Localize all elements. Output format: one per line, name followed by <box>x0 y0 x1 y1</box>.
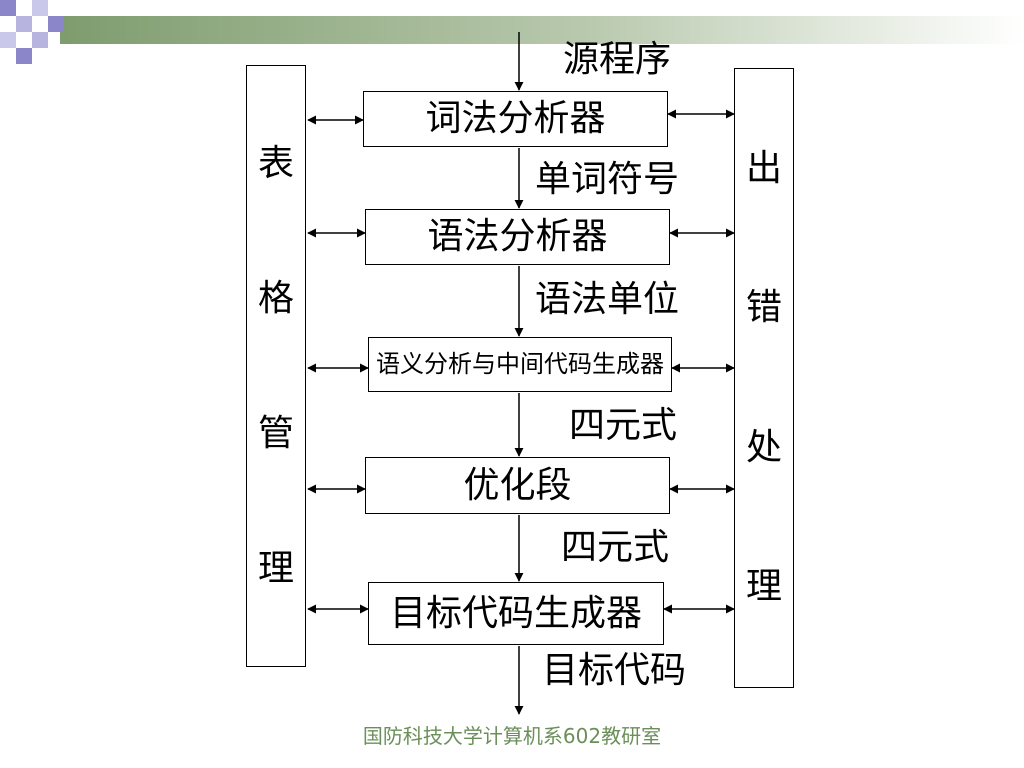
table-management-char: 管 <box>257 412 294 454</box>
quadruples-label-2: 四元式 <box>561 527 670 568</box>
table-management-char: 理 <box>257 547 294 589</box>
error-handling-char: 处 <box>745 426 782 468</box>
optimizer-box: 优化段 <box>365 457 670 514</box>
error-handling-char: 理 <box>745 566 782 608</box>
parser-box: 语法分析器 <box>365 209 670 265</box>
error-handling-panel: 出 错 处 理 <box>734 68 794 688</box>
error-handling-char: 错 <box>745 287 782 329</box>
lexer-box: 词法分析器 <box>363 91 668 147</box>
table-management-char: 格 <box>257 277 294 319</box>
target-codegen-box: 目标代码生成器 <box>368 582 664 645</box>
error-handling-char: 出 <box>745 147 782 189</box>
syntax-units-label: 语法单位 <box>535 279 680 320</box>
tokens-label: 单词符号 <box>535 159 680 200</box>
table-management-char: 表 <box>257 142 294 184</box>
target-code-label: 目标代码 <box>542 650 687 691</box>
header-decoration <box>0 0 1024 64</box>
quadruples-label-1: 四元式 <box>569 405 678 446</box>
semantic-codegen-box: 语义分析与中间代码生成器 <box>368 337 672 392</box>
source-program-label: 源程序 <box>563 39 672 80</box>
table-management-panel: 表 格 管 理 <box>246 65 306 667</box>
footer-credit: 国防科技大学计算机系602教研室 <box>362 724 662 748</box>
